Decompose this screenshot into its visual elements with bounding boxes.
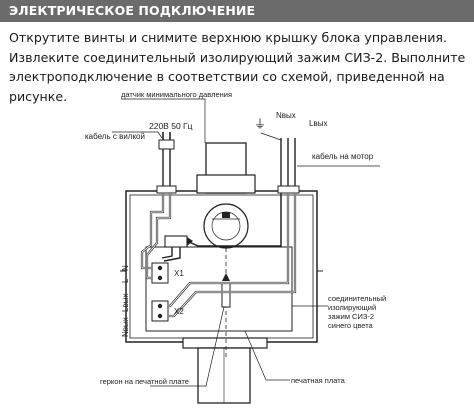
label-x1: X1 — [174, 269, 184, 278]
reed-switch — [221, 282, 231, 308]
terminal-x1 — [151, 262, 169, 284]
circuit-board — [145, 246, 293, 332]
label-terminal-l-out: Lвых — [121, 294, 130, 312]
plug-icon — [158, 139, 175, 150]
label-reed-switch: геркон на печатной плате — [100, 377, 189, 386]
label-pcb: печатная плата — [291, 376, 346, 385]
label-n-out: Nвых — [276, 111, 296, 120]
label-pressure-sensor: датчик минимального давления — [121, 90, 232, 99]
label-l-out: Lвых — [309, 119, 327, 128]
instructions-text: Открутите винты и снимите верхнюю крышку… — [9, 30, 466, 104]
wiring-diagram: датчик минимального давления 220В 50 Гц … — [85, 90, 386, 404]
label-plug-cable: кабель с вилкой — [85, 132, 145, 141]
label-terminal-n-out: Nвых — [121, 317, 130, 337]
section-title-bar: ЭЛЕКТРИЧЕСКОЕ ПОДКЛЮЧЕНИЕ — [0, 0, 474, 22]
ground-icon: ⏚ — [254, 117, 266, 131]
label-motor-cable: кабель на мотор — [312, 152, 374, 161]
label-voltage: 220В 50 Гц — [149, 121, 193, 131]
label-terminal-n: N — [121, 265, 130, 271]
label-x2: X2 — [174, 307, 184, 316]
pressure-gauge — [203, 203, 249, 249]
label-connector-1: соединительный — [328, 294, 386, 303]
label-connector-2: изолирующий — [328, 303, 376, 312]
label-connector-3: зажим СИЗ-2 — [328, 312, 374, 321]
terminal-x2 — [151, 300, 169, 322]
label-connector-4: синего цвета — [328, 321, 374, 330]
label-terminal-l: L — [121, 278, 130, 283]
connector-clamp — [164, 235, 188, 248]
section-title: ЭЛЕКТРИЧЕСКОЕ ПОДКЛЮЧЕНИЕ — [9, 3, 256, 18]
